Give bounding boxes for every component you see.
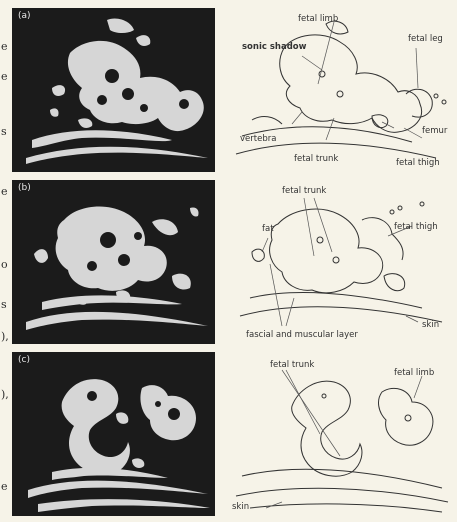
ultrasound-image-b: (b) [12, 180, 215, 344]
margin-letter: ), [1, 388, 9, 401]
left-margin-text: e e s e o s ), ), e [0, 0, 12, 522]
line-drawing-b: fetal trunk fat fetal thigh skin fascial… [222, 180, 457, 344]
label-fat: fat [262, 224, 274, 234]
margin-letter: e [1, 40, 8, 53]
margin-letter: ), [1, 330, 9, 343]
margin-letter: e [1, 185, 8, 198]
panel-b: (b) [12, 180, 457, 344]
ultrasound-image-c: (c) [12, 352, 215, 516]
ultrasound-echo-pattern-b [12, 180, 215, 344]
label-fascial-layer: fascial and muscular layer [246, 330, 358, 340]
ultrasound-image-a: (a) [12, 8, 215, 172]
label-fetal-limb: fetal limb [394, 368, 434, 378]
label-fetal-trunk: fetal trunk [282, 186, 326, 196]
margin-letter: s [1, 298, 7, 311]
ultrasound-echo-pattern-c [12, 352, 215, 516]
label-fetal-trunk: fetal trunk [270, 360, 314, 370]
label-fetal-leg: fetal leg [408, 34, 443, 44]
label-skin: skin [232, 502, 249, 512]
panel-label-a: (a) [18, 11, 31, 21]
label-fetal-thigh: fetal thigh [396, 158, 440, 168]
label-femur: femur [422, 126, 447, 136]
label-sonic-shadow: sonic shadow [242, 42, 307, 52]
margin-letter: o [1, 258, 8, 271]
margin-letter: s [1, 125, 7, 138]
label-vertebra: vertebra [240, 134, 276, 144]
line-drawing-c: fetal trunk fetal limb skin [222, 352, 457, 516]
label-fetal-limb: fetal limb [298, 14, 338, 24]
margin-letter: e [1, 70, 8, 83]
label-fetal-thigh: fetal thigh [394, 222, 438, 232]
ultrasound-echo-pattern-a [12, 8, 215, 172]
panel-label-c: (c) [18, 355, 30, 365]
label-skin: skin [422, 320, 439, 330]
margin-letter: e [1, 480, 8, 493]
label-fetal-trunk: fetal trunk [294, 154, 338, 164]
panel-c: (c) fetal tru [12, 352, 457, 516]
line-drawing-a: fetal limb fetal leg sonic shadow verteb… [222, 8, 457, 172]
panel-label-b: (b) [18, 183, 31, 193]
panel-a: (a) [12, 8, 457, 172]
traced-outline-a [222, 8, 457, 172]
